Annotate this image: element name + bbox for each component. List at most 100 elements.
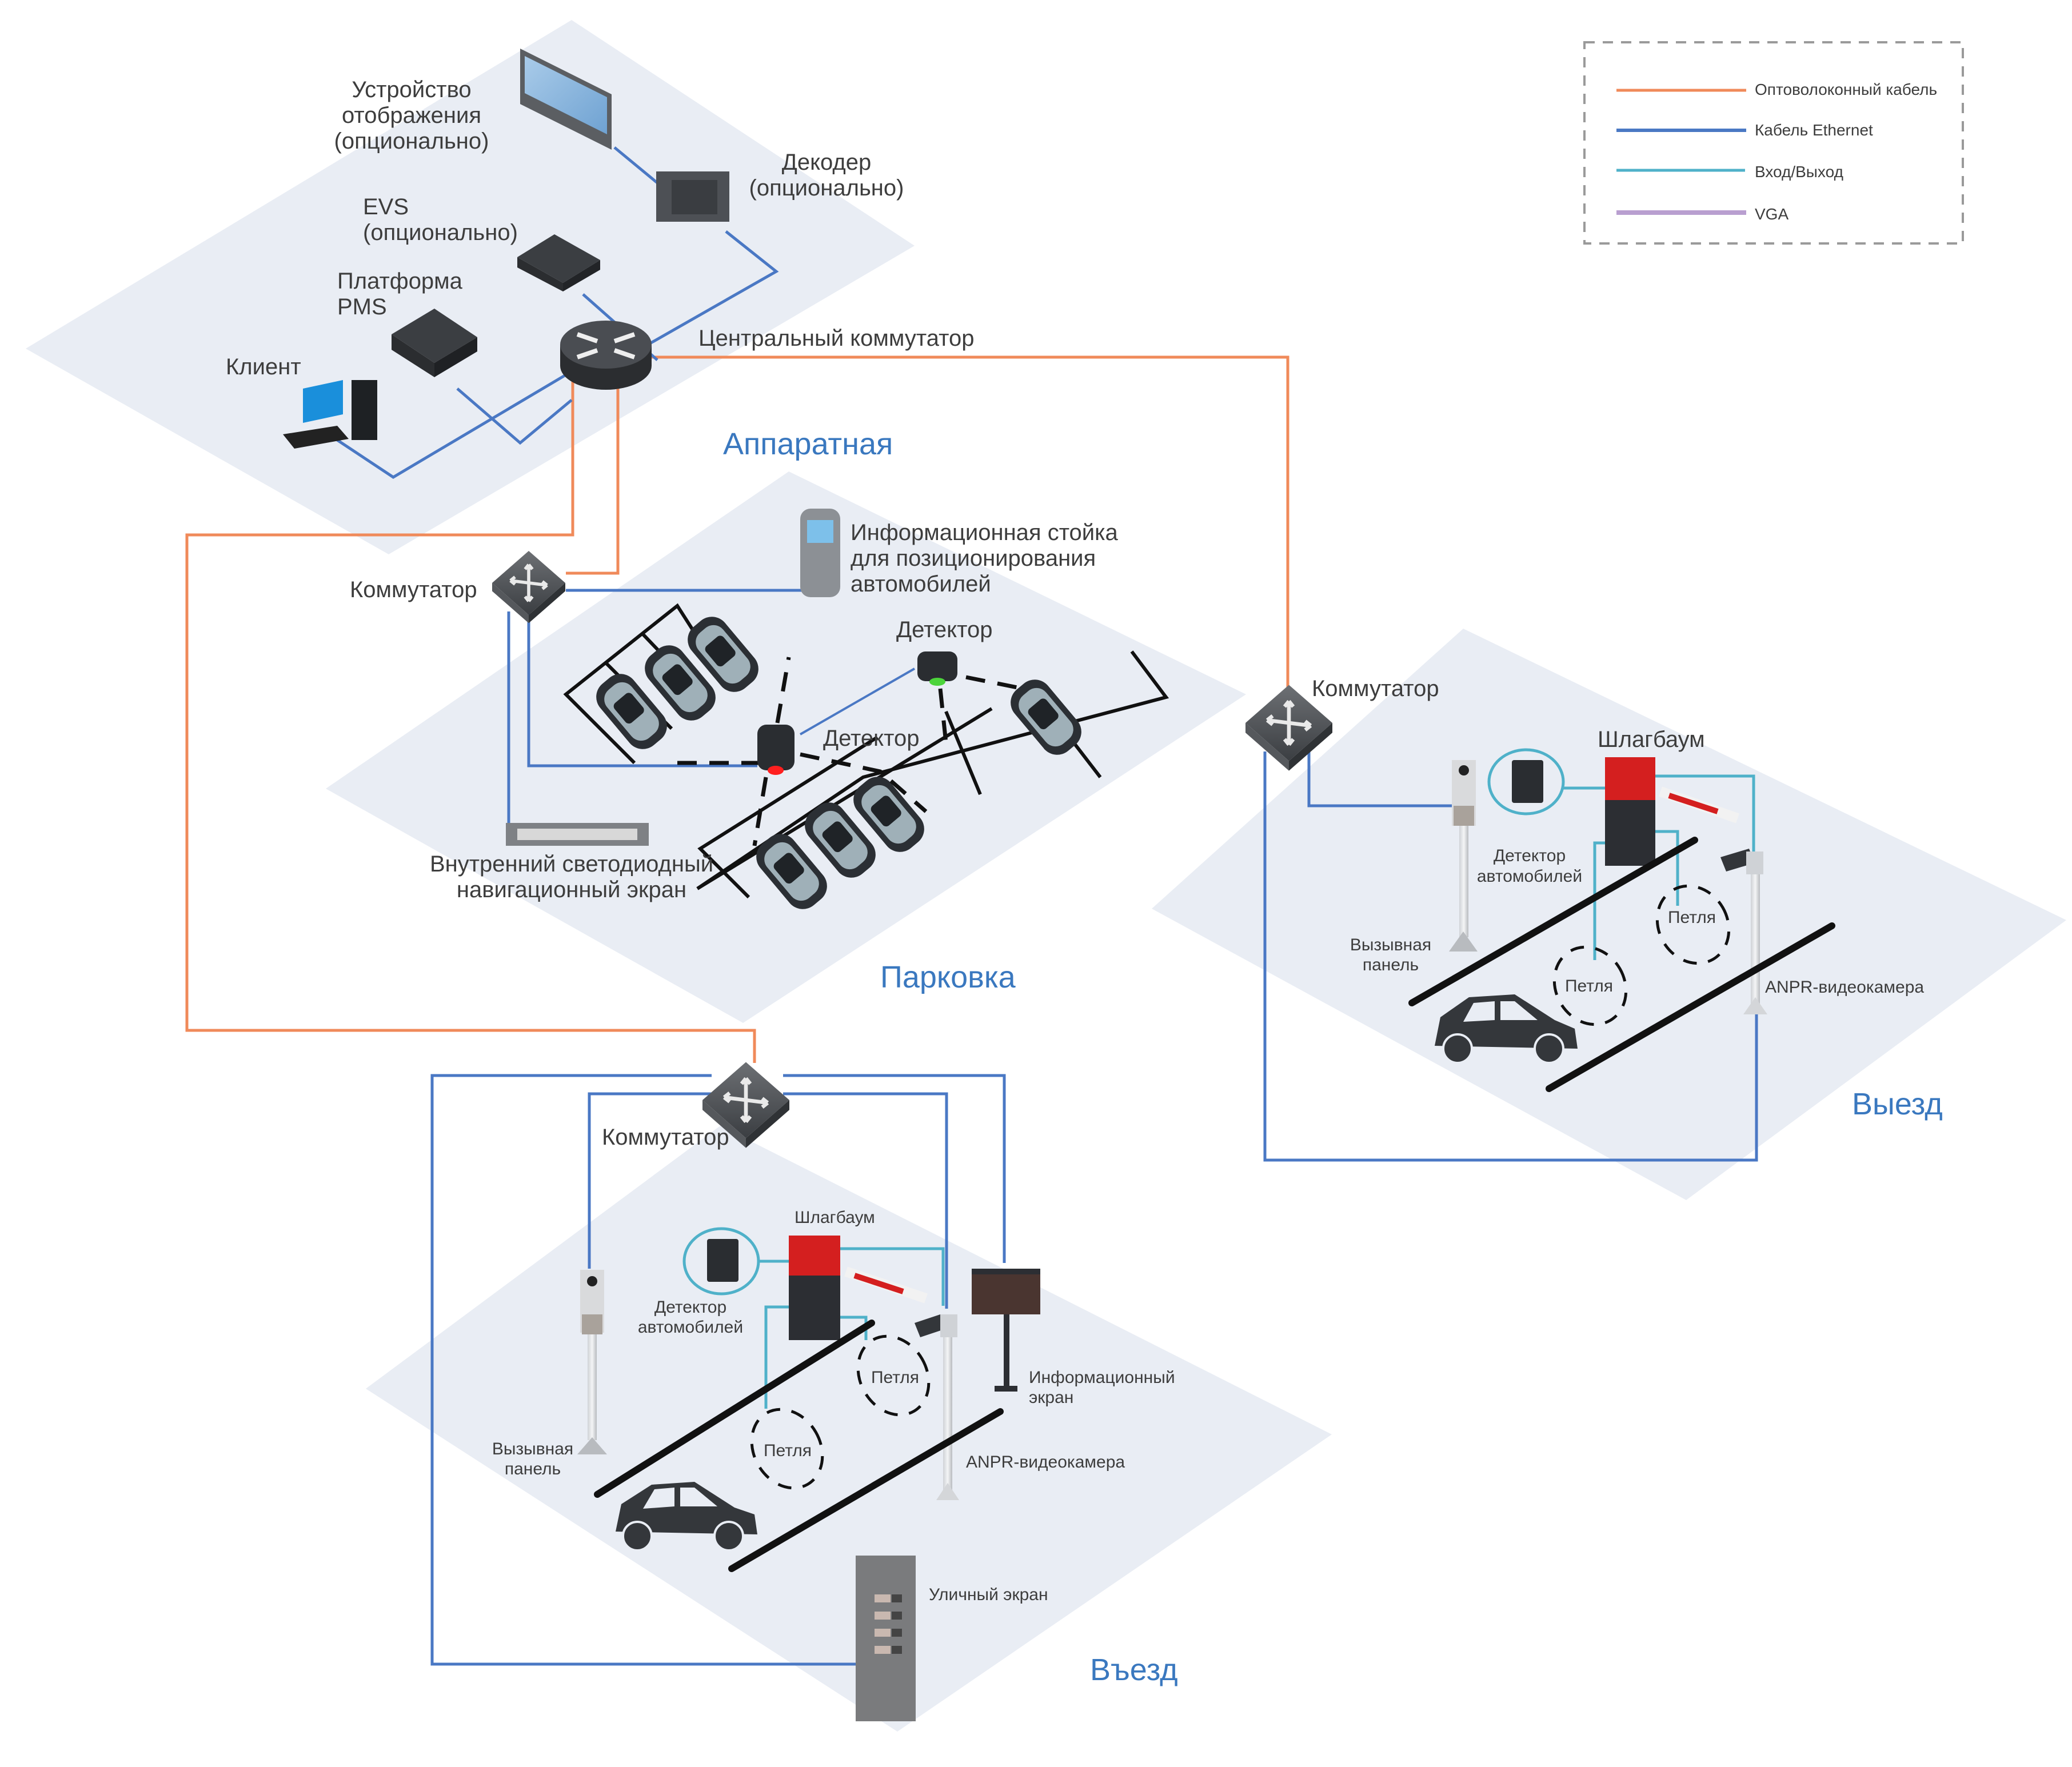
ethernet-entrance-anpr <box>783 1092 948 1309</box>
label-exit-vehicle-detector-line1: Детектор <box>1494 846 1566 865</box>
legend-label-vga: VGA <box>1755 205 1788 223</box>
label-pms-line2: PMS <box>337 294 387 319</box>
evs-device[interactable] <box>517 234 600 291</box>
detector-rs485-link <box>752 777 768 846</box>
io-exit-barrier-loop2 <box>1646 830 1679 906</box>
parking-detector-green[interactable] <box>917 651 957 686</box>
legend-border <box>1583 41 1964 245</box>
exit-lane-line-right <box>1546 922 1835 1092</box>
exit-lane-line-left <box>1408 837 1698 1006</box>
entrance-lane-line-right <box>728 1408 1004 1572</box>
label-exit-loop-1: Петля <box>1565 977 1613 996</box>
kiosk[interactable] <box>800 509 840 597</box>
label-entrance-vehicle-detector-line1: Детектор <box>654 1298 726 1317</box>
exit-loop-2 <box>1655 884 1731 965</box>
label-entrance-vehicle-detector-line2: автомобилей <box>638 1318 743 1337</box>
label-exit-barrier: Шлагбаум <box>1598 727 1705 752</box>
label-kiosk-line3: автомобилей <box>851 571 991 597</box>
zone-title-parking: Парковка <box>880 960 1016 994</box>
label-led-screen-line1: Внутренний светодиодный <box>430 851 713 877</box>
entrance-loop-1 <box>750 1408 824 1490</box>
label-evs-line1: EVS <box>363 194 409 219</box>
entrance-vehicle-detector[interactable] <box>682 1227 760 1296</box>
exit-call-panel[interactable] <box>1449 760 1478 952</box>
label-evs-line2: (опционально) <box>363 220 518 245</box>
label-entrance-switch: Коммутатор <box>602 1125 729 1150</box>
label-entrance-barrier: Шлагбаум <box>795 1208 875 1227</box>
zone-title-entrance: Въезд <box>1090 1653 1178 1687</box>
label-entrance-call-panel-line1: Вызывная <box>492 1440 573 1458</box>
fiber-core-to-entrance <box>185 371 756 1063</box>
label-kiosk-line1: Информационная стойка <box>851 520 1119 545</box>
label-display-line2: отображения <box>342 103 481 128</box>
parking-detector-red[interactable] <box>757 725 795 775</box>
label-exit-vehicle-detector-line2: автомобилей <box>1477 867 1582 886</box>
exit-vehicle-detector[interactable] <box>1487 748 1565 815</box>
label-display-line3: (опционально) <box>334 129 489 154</box>
label-exit-switch: Коммутатор <box>1312 676 1439 701</box>
entrance-barrier[interactable] <box>789 1236 928 1340</box>
detector-highlight-ring <box>682 1227 760 1296</box>
led-navigation-screen[interactable] <box>506 823 649 846</box>
platform-entrance <box>366 1126 1332 1732</box>
ethernet-display-decoder <box>613 146 658 184</box>
label-client: Клиент <box>226 354 301 379</box>
display-device[interactable] <box>520 49 612 150</box>
router-arrows-icon <box>576 332 636 359</box>
fiber-core-to-parking <box>566 371 620 575</box>
label-kiosk-line2: для позиционирования <box>851 546 1096 571</box>
label-decoder-line1: Декодер <box>782 150 871 175</box>
ethernet-client-switch <box>336 370 573 479</box>
label-exit-anpr: ANPR-видеокамера <box>1765 978 1924 997</box>
entrance-anpr-camera[interactable] <box>915 1314 959 1500</box>
label-parking-switch: Коммутатор <box>350 577 477 602</box>
ethernet-pms-switch <box>456 387 573 445</box>
label-exit-call-panel-line2: панель <box>1363 956 1419 974</box>
label-exit-call-panel-line1: Вызывная <box>1350 936 1431 954</box>
label-pms-line1: Платформа <box>337 269 463 294</box>
ethernet-exit-switch-anpr <box>1263 751 1758 1162</box>
ethernet-entrance-callpanel <box>588 1092 712 1269</box>
detector-rs485-link <box>965 675 1024 691</box>
zone-title-exit: Выезд <box>1852 1087 1943 1121</box>
entrance-lane-line-left <box>594 1320 875 1498</box>
zone-title-server-room: Аппаратная <box>723 427 893 461</box>
entrance-info-screen[interactable] <box>972 1269 1040 1392</box>
detector-highlight-ring <box>1487 748 1565 815</box>
exit-barrier[interactable] <box>1605 757 1739 866</box>
io-exit-barrier-loop1 <box>1593 841 1609 960</box>
client-pc[interactable] <box>283 380 377 449</box>
legend-label-fiber: Оптоволоконный кабель <box>1755 81 1937 98</box>
label-entrance-loop-1: Петля <box>764 1441 812 1460</box>
label-detector-1: Детектор <box>823 726 919 751</box>
detector-rs485-link <box>938 688 948 743</box>
pms-platform-device[interactable] <box>392 309 477 377</box>
legend-label-io: Вход/Выход <box>1755 163 1843 181</box>
label-entrance-loop-2: Петля <box>871 1368 919 1387</box>
street-screen[interactable] <box>856 1556 916 1721</box>
ethernet-entrance-outer-loop <box>430 1074 857 1666</box>
ethernet-entrance-infoscreen <box>783 1074 1006 1263</box>
label-led-screen-line2: навигационный экран <box>457 877 686 902</box>
label-info-screen-line2: экран <box>1029 1388 1073 1407</box>
entrance-loop-2 <box>856 1334 931 1417</box>
io-exit-barrier-anpr <box>1655 774 1755 854</box>
decoder-device[interactable] <box>656 171 729 222</box>
ethernet-decoder-switch <box>645 230 779 347</box>
label-detector-2: Детектор <box>896 617 992 642</box>
status-led-green <box>929 678 945 686</box>
entrance-call-panel[interactable] <box>577 1270 607 1454</box>
detector-rs485-link <box>800 752 928 813</box>
label-decoder-line2: (опционально) <box>749 175 904 201</box>
parking-switch[interactable] <box>492 551 565 623</box>
exit-car <box>1435 994 1578 1064</box>
platform-exit <box>1152 629 2066 1200</box>
label-entrance-anpr: ANPR-видеокамера <box>966 1453 1125 1472</box>
core-switch[interactable] <box>560 321 652 390</box>
legend-label-ethernet: Кабель Ethernet <box>1755 121 1873 139</box>
fiber-core-to-exit <box>626 355 1289 700</box>
label-street-screen: Уличный экран <box>929 1585 1048 1604</box>
entrance-car <box>616 1482 757 1552</box>
exit-anpr-camera[interactable] <box>1720 849 1767 1014</box>
